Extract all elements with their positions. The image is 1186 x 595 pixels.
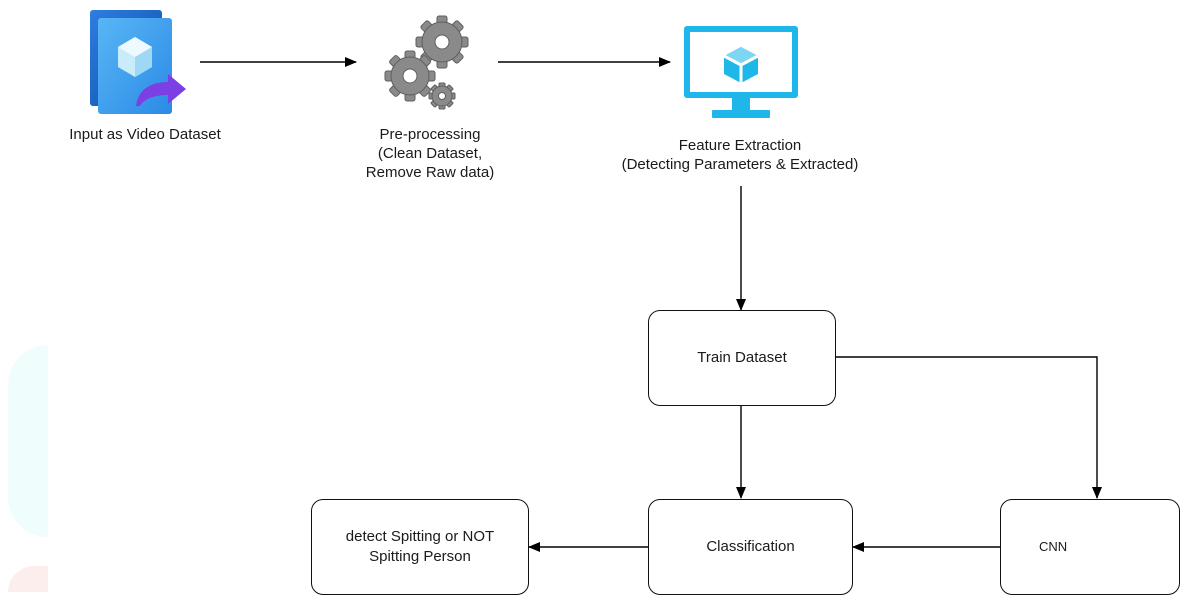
monitor-icon	[684, 26, 798, 118]
classification-label: Classification	[706, 538, 795, 555]
preprocessing-line-1: Pre-processing	[379, 126, 481, 143]
gears-icon	[384, 15, 469, 110]
detect-line-2: Spitting Person	[369, 548, 471, 565]
feature-label: Feature Extraction (Detecting Parameters…	[580, 136, 900, 174]
cnn-box: CNN	[1000, 499, 1180, 595]
detect-result-box: detect Spitting or NOT Spitting Person	[311, 499, 529, 595]
classification-box: Classification	[648, 499, 853, 595]
train-dataset-box: Train Dataset	[648, 310, 836, 406]
detect-line-1: detect Spitting or NOT	[345, 528, 495, 545]
feature-line-2: (Detecting Parameters & Extracted)	[621, 156, 859, 173]
arrow-train-to-cnn	[836, 356, 1102, 499]
watermark-cyan-shape	[8, 345, 48, 537]
preprocessing-line-2: (Clean Dataset,	[377, 145, 483, 162]
train-dataset-label: Train Dataset	[697, 349, 787, 366]
feature-line-1: Feature Extraction	[678, 137, 802, 154]
input-label: Input as Video Dataset	[69, 126, 221, 143]
cnn-label: CNN	[1039, 539, 1068, 554]
preprocessing-line-3: Remove Raw data)	[365, 164, 495, 181]
preprocessing-label: Pre-processing (Clean Dataset, Remove Ra…	[330, 125, 530, 182]
video-dataset-icon	[90, 10, 186, 114]
